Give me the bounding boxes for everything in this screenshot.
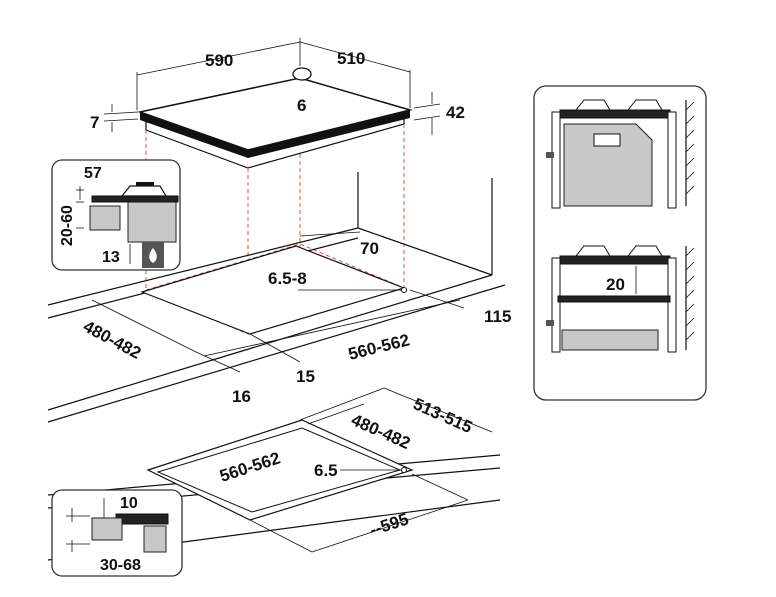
detail-bottom-range-label: 30-68 (100, 557, 141, 574)
worktop-cutout (47, 172, 506, 423)
cutout-front-a-label: 16 (232, 387, 251, 406)
detail-top-13-label: 13 (102, 249, 120, 266)
oven-panel (533, 85, 707, 401)
flush-outer-width-label: --595 (367, 509, 411, 539)
hob-glass-label: 7 (90, 113, 99, 132)
cutout-width-label: 560-562 (346, 330, 411, 364)
oven-gap-label: 20 (606, 275, 625, 294)
burner-icon (574, 99, 663, 111)
detail-top-side-label: 20-60 (59, 205, 76, 246)
hob-height-label: 42 (446, 103, 465, 122)
burner-icon (120, 182, 168, 197)
flush-outer-depth-label: 513-515 (410, 394, 475, 437)
hob-center-label: 6 (297, 96, 306, 115)
cutout-depth-label: 480-482 (80, 317, 144, 363)
cutout-gap-label: 6.5-8 (268, 269, 307, 288)
flame-icon (142, 242, 164, 268)
detail-bottom-panel (51, 489, 183, 577)
center-mark-icon (292, 67, 312, 81)
detail-top-panel (51, 159, 181, 271)
detail-bottom-10-label: 10 (120, 495, 138, 512)
flush-mount (47, 387, 501, 561)
flush-gap-label: 6.5 (314, 461, 338, 480)
cutout-side-label: 115 (484, 307, 511, 326)
cutout-front-b-label: 15 (296, 367, 315, 386)
detail-top-57-label: 57 (84, 165, 102, 182)
hob-width-label: 590 (205, 51, 233, 70)
hob-depth-label: 510 (337, 49, 365, 68)
hob-drawing (103, 38, 441, 169)
cutout-back-label: 70 (360, 239, 379, 258)
